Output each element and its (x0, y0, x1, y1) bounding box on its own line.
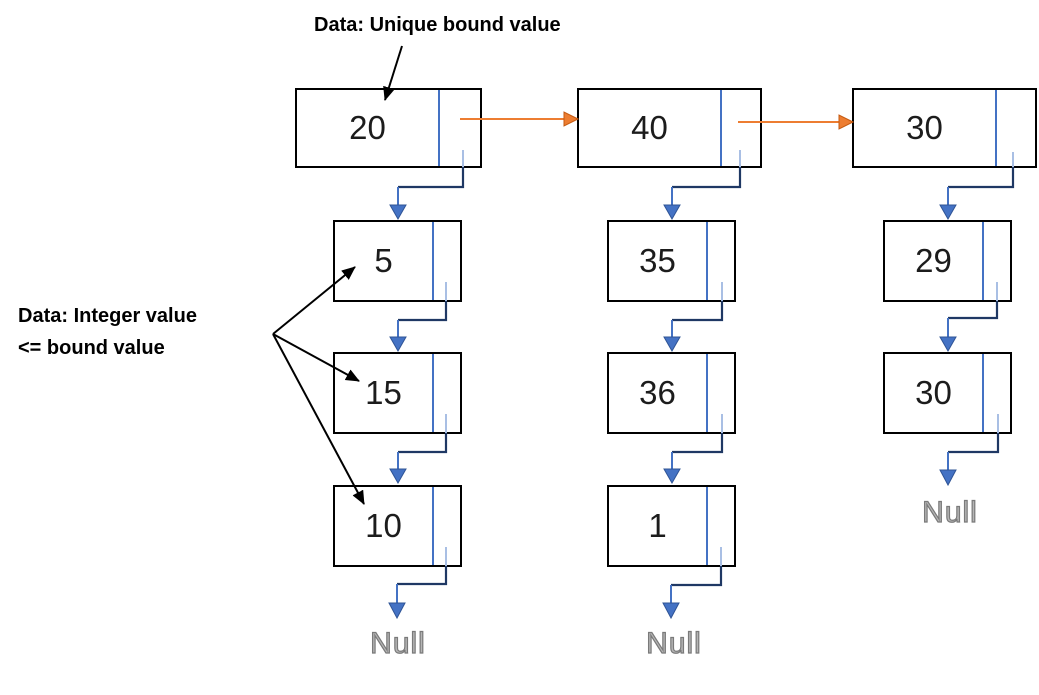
node-value: 5 (374, 242, 393, 279)
list-1-item-0-node: 35 (607, 220, 736, 302)
chain-annotation-line2: <= bound value (18, 337, 165, 359)
node-pointer-divider (982, 354, 984, 432)
list-2-item-0-node: 29 (883, 220, 1012, 302)
list-0-item-2-node: 10 (333, 485, 462, 567)
node-value: 35 (639, 242, 676, 279)
list-0-item-1-node: 15 (333, 352, 462, 434)
list-1-item-1-node: 36 (607, 352, 736, 434)
node-value: 30 (915, 374, 952, 411)
node-value: 40 (631, 109, 668, 146)
node-value: 36 (639, 374, 676, 411)
list-0-head-node: 20 (295, 88, 482, 168)
node-pointer-divider (706, 354, 708, 432)
list-2-null-terminator: Null (922, 495, 978, 529)
node-value: 10 (365, 507, 402, 544)
node-pointer-divider (432, 354, 434, 432)
node-value: 30 (906, 109, 943, 146)
list-2-head-node: 30 (852, 88, 1037, 168)
node-pointer-divider (432, 222, 434, 300)
list-1-null-terminator: Null (646, 626, 702, 660)
list-1-head-node: 40 (577, 88, 762, 168)
chain-annotation-line1: Data: Integer value (18, 305, 197, 327)
list-0-item-0-node: 5 (333, 220, 462, 302)
list-1-item-2-node: 1 (607, 485, 736, 567)
node-pointer-divider (432, 487, 434, 565)
node-pointer-divider (706, 487, 708, 565)
chain-annotation-label: Data: Integer value <= bound value (18, 300, 197, 364)
node-pointer-divider (720, 90, 722, 166)
node-value: 29 (915, 242, 952, 279)
node-pointer-divider (995, 90, 997, 166)
list-2-item-1-node: 30 (883, 352, 1012, 434)
list-0-null-terminator: Null (370, 626, 426, 660)
node-pointer-divider (438, 90, 440, 166)
head-annotation-label: Data: Unique bound value (314, 14, 561, 36)
node-pointer-divider (706, 222, 708, 300)
node-pointer-divider (982, 222, 984, 300)
node-value: 20 (349, 109, 386, 146)
node-value: 15 (365, 374, 402, 411)
node-value: 1 (648, 507, 667, 544)
